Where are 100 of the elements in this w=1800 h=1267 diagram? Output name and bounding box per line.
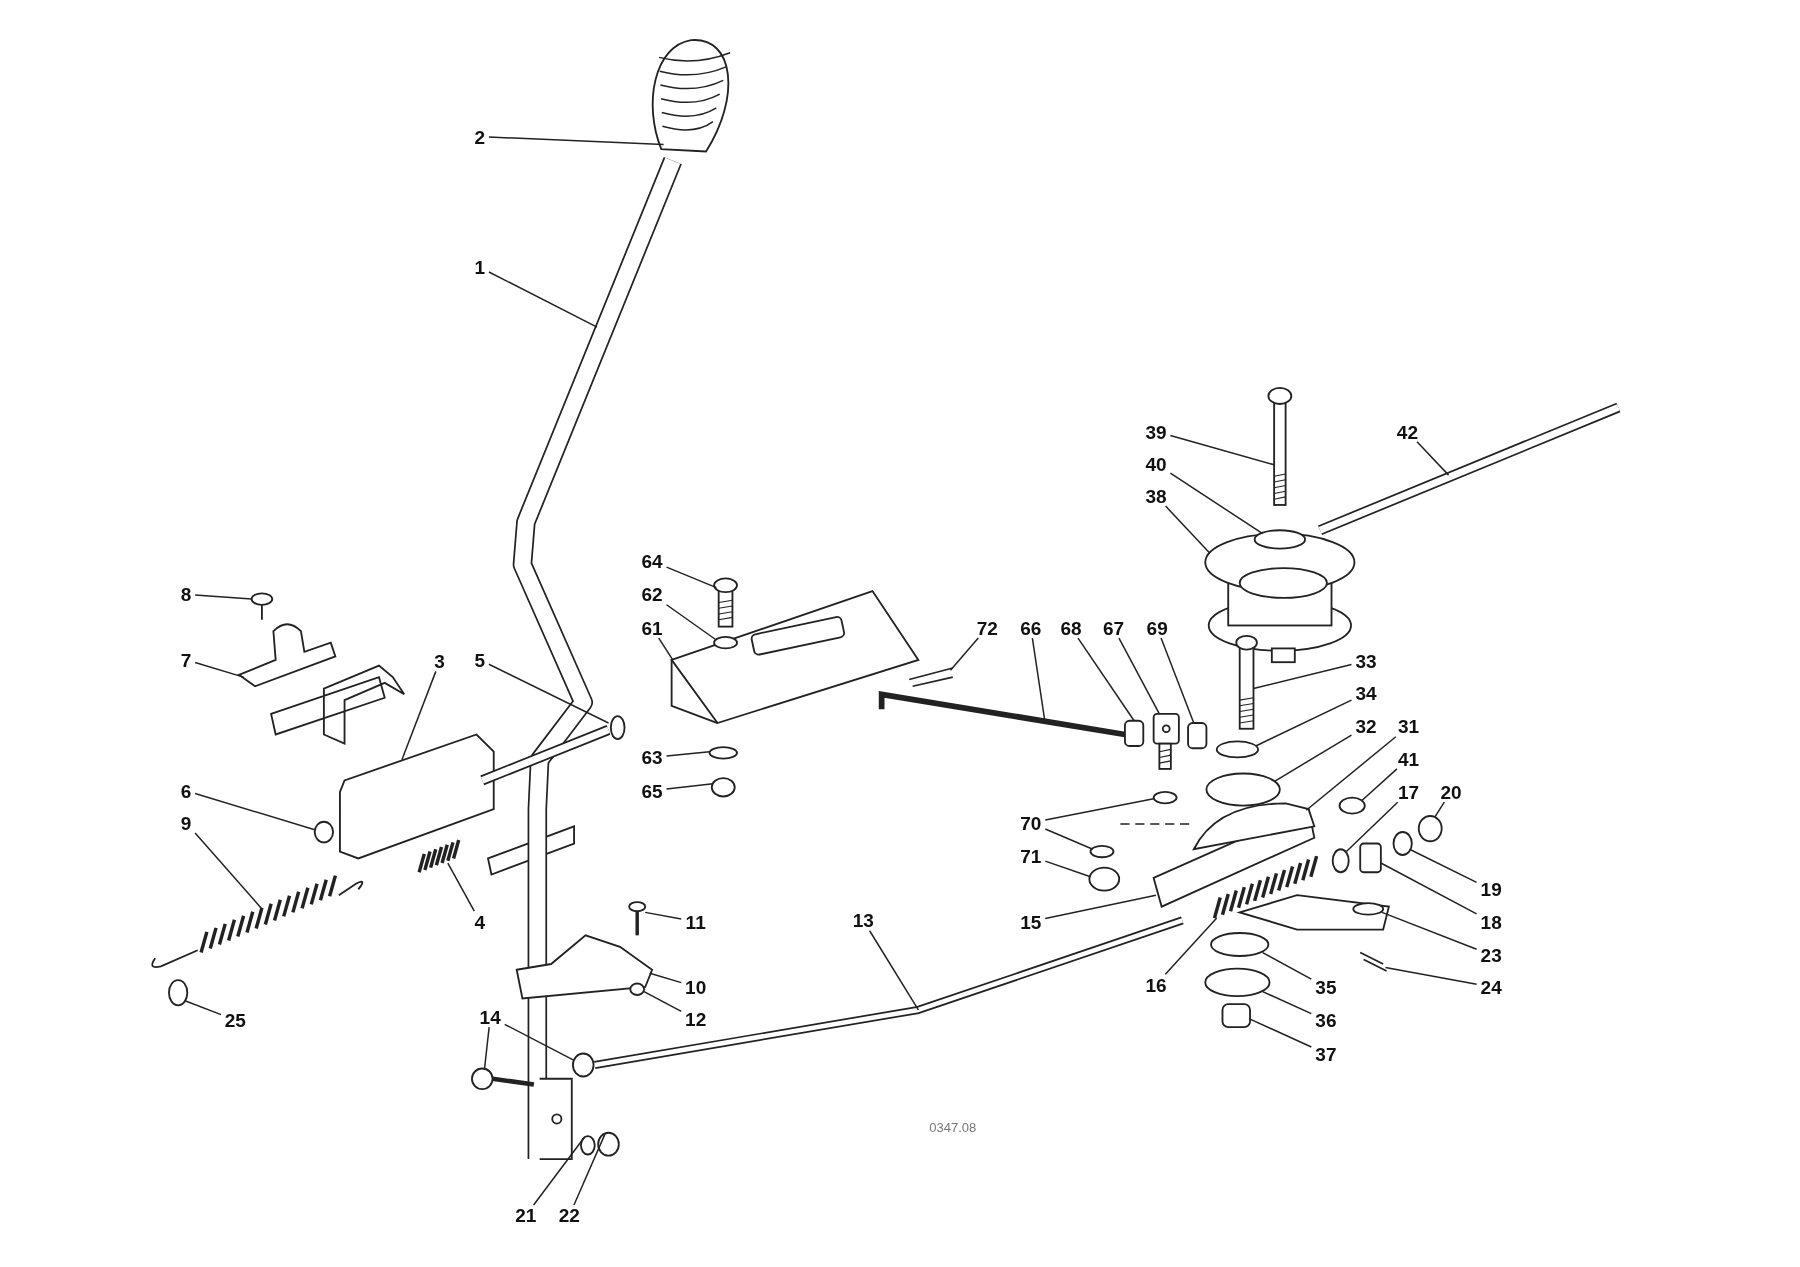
callout-number: 9 bbox=[180, 813, 192, 833]
nut bbox=[1417, 815, 1443, 843]
leader-line bbox=[665, 783, 714, 790]
swivel-fitting bbox=[1152, 712, 1180, 770]
callout-number: 11 bbox=[685, 912, 706, 932]
callout-number: 71 bbox=[1020, 846, 1042, 866]
callout-number: 62 bbox=[641, 584, 663, 604]
nut bbox=[1221, 1003, 1251, 1029]
leader-line bbox=[1380, 862, 1478, 915]
callout-number: 18 bbox=[1480, 912, 1502, 932]
leader-line bbox=[1416, 441, 1450, 476]
callout-number: 12 bbox=[685, 1009, 707, 1029]
leader-line bbox=[1408, 848, 1478, 884]
nut bbox=[629, 982, 645, 996]
leader-line bbox=[644, 911, 682, 920]
callout-number: 24 bbox=[1480, 977, 1502, 997]
callout-number: 22 bbox=[558, 1205, 580, 1225]
leader-line bbox=[665, 750, 711, 757]
callout-number: 68 bbox=[1060, 618, 1082, 638]
hex-nut bbox=[250, 592, 274, 621]
swivel-fitting bbox=[1359, 842, 1382, 874]
leader-line bbox=[194, 594, 253, 600]
leader-line bbox=[658, 637, 674, 661]
leader-line bbox=[1044, 860, 1092, 878]
clamp bbox=[238, 623, 337, 688]
leader-line bbox=[447, 862, 476, 912]
leader-line bbox=[1031, 637, 1046, 721]
leader-line bbox=[1249, 1018, 1313, 1048]
leader-line bbox=[532, 1136, 586, 1206]
callout-number: 3 bbox=[434, 651, 445, 671]
callout-number: 14 bbox=[479, 1007, 501, 1027]
callout-number: 40 bbox=[1145, 454, 1167, 474]
leader-line bbox=[1273, 734, 1353, 783]
washer bbox=[1204, 967, 1271, 998]
callout-number: 35 bbox=[1315, 977, 1337, 997]
nut bbox=[1392, 831, 1413, 856]
angle-bracket bbox=[670, 589, 920, 725]
callout-number: 63 bbox=[641, 747, 663, 767]
leader-line bbox=[488, 271, 598, 328]
callout-number: 17 bbox=[1397, 782, 1420, 802]
callout-number: 5 bbox=[474, 650, 486, 670]
ball-joint bbox=[471, 1067, 535, 1091]
leader-line bbox=[1261, 951, 1313, 980]
leader-line bbox=[1252, 663, 1353, 690]
leader-line bbox=[643, 990, 682, 1013]
callout-number: 37 bbox=[1315, 1044, 1337, 1064]
leader-line bbox=[1261, 990, 1313, 1015]
callout-number: 42 bbox=[1396, 422, 1418, 441]
leader-line bbox=[665, 566, 718, 589]
leader-line bbox=[1381, 911, 1478, 950]
callout-number: 4 bbox=[474, 912, 486, 932]
bolt bbox=[713, 577, 738, 628]
callout-number: 36 bbox=[1315, 1010, 1337, 1030]
callout-number: 33 bbox=[1355, 651, 1377, 671]
washer bbox=[1331, 848, 1350, 874]
callout-number: 31 bbox=[1397, 716, 1420, 736]
compression-spring bbox=[1212, 854, 1319, 920]
callout-number: 19 bbox=[1480, 879, 1502, 899]
callout-number: 67 bbox=[1102, 618, 1125, 638]
callout-number: 10 bbox=[685, 977, 707, 997]
callout-number: 61 bbox=[641, 618, 663, 638]
callout-number: 7 bbox=[180, 650, 192, 670]
leader-line bbox=[194, 792, 316, 831]
callout-number: 65 bbox=[641, 781, 663, 801]
knob bbox=[651, 39, 731, 153]
leader-line bbox=[1360, 768, 1398, 802]
leader-line bbox=[1118, 637, 1161, 715]
cotter-pin bbox=[1359, 951, 1388, 972]
washer bbox=[1089, 844, 1115, 859]
callout-number: 66 bbox=[1020, 618, 1042, 638]
leader-line bbox=[504, 1023, 575, 1062]
leader-line bbox=[1164, 917, 1218, 976]
bolt bbox=[1235, 634, 1258, 730]
leader-line bbox=[184, 1000, 222, 1016]
callout-number: 34 bbox=[1355, 683, 1377, 703]
washer bbox=[168, 979, 189, 1007]
washer bbox=[708, 746, 738, 760]
leader-line bbox=[949, 637, 980, 671]
leader-line bbox=[649, 972, 682, 984]
callout-number: 32 bbox=[1355, 716, 1377, 736]
nut bbox=[1088, 866, 1121, 892]
callout-number: 8 bbox=[180, 584, 192, 604]
callout-number: 41 bbox=[1397, 749, 1420, 769]
callout-number: 64 bbox=[641, 551, 663, 571]
leader-line bbox=[1345, 801, 1399, 853]
leader-line bbox=[194, 661, 245, 678]
drive-belt bbox=[1318, 402, 1621, 535]
leader-line bbox=[1305, 736, 1397, 811]
drawing-number: 0347.08 bbox=[929, 1119, 977, 1138]
callout-number: 20 bbox=[1440, 782, 1462, 802]
leader-line bbox=[868, 930, 920, 1011]
leader-line bbox=[1077, 637, 1135, 722]
torsion-spring bbox=[417, 838, 461, 874]
callout-number: 23 bbox=[1480, 945, 1502, 965]
leader-line bbox=[1044, 828, 1094, 850]
washer bbox=[1352, 902, 1385, 916]
callout-number: 70 bbox=[1020, 813, 1042, 833]
leader-line bbox=[1169, 472, 1264, 535]
leader-line bbox=[1169, 434, 1275, 466]
leader-line bbox=[1044, 798, 1155, 821]
